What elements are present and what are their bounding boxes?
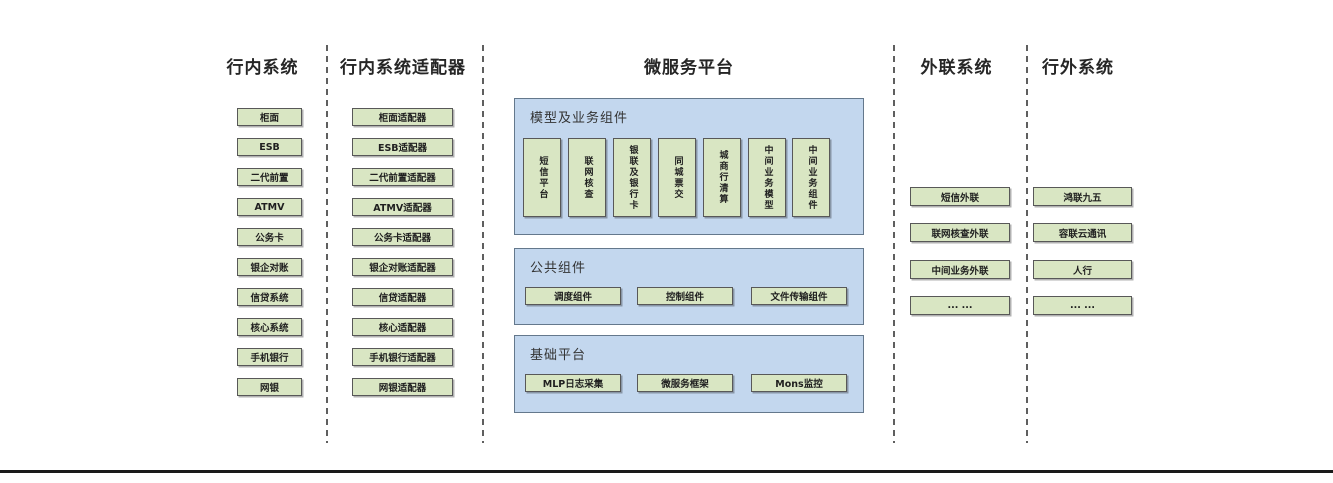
dashed-divider [482, 45, 484, 443]
column-title-inbank-systems: 行内系统 [226, 58, 299, 78]
inbank-system-box: 柜面 [237, 108, 302, 126]
public-component-box: 调度组件 [525, 287, 621, 305]
external-system-box: 人行 [1033, 260, 1132, 279]
model-component-box: 同城票交 [658, 138, 696, 217]
column-title-outlink-systems: 外联系统 [920, 58, 993, 78]
inbank-system-box: 银企对账 [237, 258, 302, 276]
adapter-box: 公务卡适配器 [352, 228, 453, 246]
adapter-box: 手机银行适配器 [352, 348, 453, 366]
adapter-box: ATMV适配器 [352, 198, 453, 216]
base-platform-box: Mons监控 [751, 374, 847, 392]
model-component-box: 银联及银行卡 [613, 138, 651, 217]
public-component-box: 控制组件 [637, 287, 733, 305]
external-system-box: 容联云通讯 [1033, 223, 1132, 242]
model-component-box: 城商行清算 [703, 138, 741, 217]
model-component-box: 联网核查 [568, 138, 606, 217]
inbank-system-box: ESB [237, 138, 302, 156]
inbank-system-box: 网银 [237, 378, 302, 396]
model-component-box: 短信平台 [523, 138, 561, 217]
column-title-inbank-adapters: 行内系统适配器 [340, 58, 466, 78]
adapter-box: 银企对账适配器 [352, 258, 453, 276]
base-platform-box: 微服务框架 [637, 374, 733, 392]
adapter-box: 信贷适配器 [352, 288, 453, 306]
inbank-system-box: 公务卡 [237, 228, 302, 246]
external-system-box: ... ... [1033, 296, 1132, 315]
model-business-components-label: 模型及业务组件 [530, 111, 629, 126]
public-components-label: 公共组件 [530, 261, 587, 276]
adapter-box: 二代前置适配器 [352, 168, 453, 186]
public-component-box: 文件传输组件 [751, 287, 847, 305]
adapter-box: 柜面适配器 [352, 108, 453, 126]
outlink-system-box: 短信外联 [910, 187, 1010, 206]
column-title-microservice-platform: 微服务平台 [644, 58, 734, 78]
outlink-system-box: 中间业务外联 [910, 260, 1010, 279]
inbank-system-box: 信贷系统 [237, 288, 302, 306]
dashed-divider [893, 45, 895, 443]
inbank-system-box: 核心系统 [237, 318, 302, 336]
dashed-divider [1026, 45, 1028, 443]
base-platform-box: MLP日志采集 [525, 374, 621, 392]
adapter-box: 核心适配器 [352, 318, 453, 336]
inbank-system-box: ATMV [237, 198, 302, 216]
adapter-box: 网银适配器 [352, 378, 453, 396]
inbank-system-box: 手机银行 [237, 348, 302, 366]
external-system-box: 鸿联九五 [1033, 187, 1132, 206]
adapter-box: ESB适配器 [352, 138, 453, 156]
model-component-box: 中间业务组件 [792, 138, 830, 217]
outlink-system-box: 联网核查外联 [910, 223, 1010, 242]
column-title-external-systems: 行外系统 [1042, 58, 1114, 78]
dashed-divider [326, 45, 328, 443]
bottom-border-line [0, 470, 1333, 473]
inbank-system-box: 二代前置 [237, 168, 302, 186]
outlink-system-box: ... ... [910, 296, 1010, 315]
base-platform-label: 基础平台 [530, 348, 587, 363]
model-component-box: 中间业务模型 [748, 138, 786, 217]
public-components-container [514, 248, 864, 325]
